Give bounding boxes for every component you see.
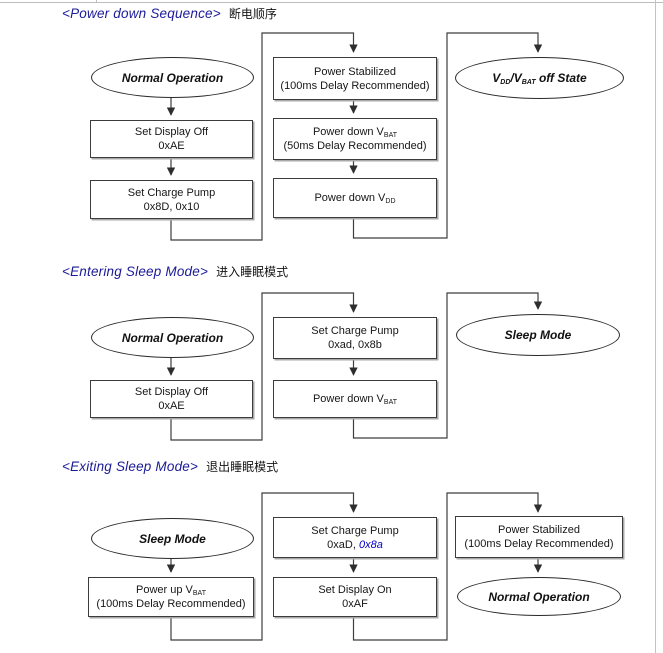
box-text-line1: Power Stabilized <box>314 65 396 78</box>
ellipse-label: VDD/VBAT off State <box>492 71 587 86</box>
subscript: DD <box>500 79 511 86</box>
section-title-text: <Power down Sequence> <box>62 6 221 21</box>
ellipse-label: Sleep Mode <box>139 531 206 546</box>
connector-arrow <box>352 32 543 239</box>
flow-ellipse-normal-operation: Normal Operation <box>91 57 254 98</box>
section-title-chinese: 断电顺序 <box>228 7 277 21</box>
box-text-line1: Set Display On <box>318 584 392 596</box>
subscript: BAT <box>521 79 536 86</box>
page-top-tick <box>96 0 97 3</box>
section-title-text: <Exiting Sleep Mode> <box>62 459 199 474</box>
flow-ellipse-normal-operation: Normal Operation <box>457 577 621 616</box>
flow-box-power-down-vbat: Power down VBAT (50ms Delay Recommended) <box>273 118 437 160</box>
ellipse-label: Sleep Mode <box>504 328 572 342</box>
box-text-line2: 0xAF <box>342 598 368 610</box>
box-text-line1: Set Charge Pump <box>311 524 399 537</box>
box-text-line1: Power down VBAT <box>313 125 397 139</box>
box-text-line1: Power Stabilized <box>498 524 580 536</box>
box-text-line1: Power up VBAT <box>136 583 206 597</box>
box-text-line2: 0xAE <box>158 400 185 412</box>
section-title-power-down: <Power down Sequence> 断电顺序 <box>62 5 277 23</box>
flow-box-set-display-off: Set Display Off 0xAE <box>90 380 253 418</box>
section-title-chinese: 退出睡眠模式 <box>206 460 279 474</box>
connector-arrow <box>170 292 358 441</box>
box-text-line2: (100ms Delay Recommended) <box>464 538 614 550</box>
page-top-border <box>0 2 663 3</box>
page-right-border <box>655 0 656 653</box>
flow-box-set-charge-pump: Set Charge Pump 0x8D, 0x10 <box>90 180 253 219</box>
section-title-chinese: 进入睡眠模式 <box>216 265 289 279</box>
box-text-line2: 0x8D, 0x10 <box>143 200 200 213</box>
subscript: DD <box>385 198 396 205</box>
flow-ellipse-vdd-vbat-off-state: VDD/VBAT off State <box>455 57 624 99</box>
highlighted-command: 0x8a <box>358 538 383 551</box>
ellipse-label: Normal Operation <box>121 330 224 345</box>
box-text: 0xaD, <box>327 538 359 551</box>
box-text: Power up V <box>136 584 193 596</box>
section-title-exiting-sleep: <Exiting Sleep Mode> 退出睡眠模式 <box>62 458 278 476</box>
flow-box-power-stabilized: Power Stabilized (100ms Delay Recommende… <box>273 57 437 100</box>
box-text-line1: Power down VDD <box>314 191 395 205</box>
ellipse-label: Normal Operation <box>488 589 590 604</box>
connector-arrow <box>352 292 543 439</box>
flow-box-power-stabilized: Power Stabilized (100ms Delay Recommende… <box>455 516 623 558</box>
connector-arrow <box>170 32 358 241</box>
label-part: V <box>492 71 501 85</box>
box-text-line2: 0xaD, 0x8a <box>327 538 383 552</box>
flow-ellipse-sleep-mode: Sleep Mode <box>91 518 254 559</box>
box-text-line1: Set Charge Pump <box>127 186 216 199</box>
flow-box-power-down-vdd: Power down VDD <box>273 178 437 218</box>
flow-box-set-charge-pump: Set Charge Pump 0xaD, 0x8a <box>273 517 437 558</box>
ellipse-label: Normal Operation <box>121 70 224 85</box>
section-title-text: <Entering Sleep Mode> <box>62 264 209 279</box>
box-text: Power down V <box>314 192 386 204</box>
box-text: Power down V <box>312 393 384 405</box>
box-text-line1: Power down VBAT <box>313 392 397 406</box>
box-text: Power down V <box>312 126 384 138</box>
flow-ellipse-sleep-mode: Sleep Mode <box>456 314 620 356</box>
subscript: BAT <box>192 590 206 597</box>
subscript: BAT <box>383 132 398 139</box>
flow-box-power-up-vbat: Power up VBAT (100ms Delay Recommended) <box>88 577 254 617</box>
flow-box-power-down-vbat: Power down VBAT <box>273 380 437 418</box>
flow-box-set-charge-pump: Set Charge Pump 0xad, 0x8b <box>273 317 437 359</box>
label-part: /V <box>510 71 522 85</box>
connector-arrow <box>352 492 543 641</box>
box-text-line2: 0xad, 0x8b <box>328 339 382 351</box>
box-text-line2: (50ms Delay Recommended) <box>283 140 427 152</box>
flow-ellipse-normal-operation: Normal Operation <box>91 317 254 358</box>
box-text-line1: Set Display Off <box>134 126 209 138</box>
box-text-line1: Set Display Off <box>134 386 209 398</box>
box-text-line2: (100ms Delay Recommended) <box>96 598 246 610</box>
section-title-entering-sleep: <Entering Sleep Mode> 进入睡眠模式 <box>62 263 288 281</box>
flow-box-set-display-on: Set Display On 0xAF <box>273 577 437 617</box>
subscript: BAT <box>383 399 398 406</box>
label-part: off State <box>535 71 587 85</box>
box-text-line1: Set Charge Pump <box>311 325 399 337</box>
connector-arrow <box>170 492 358 641</box>
box-text-line2: 0xAE <box>158 140 185 152</box>
flow-box-set-display-off: Set Display Off 0xAE <box>90 120 253 158</box>
box-text-line2: (100ms Delay Recommended) <box>280 79 430 92</box>
